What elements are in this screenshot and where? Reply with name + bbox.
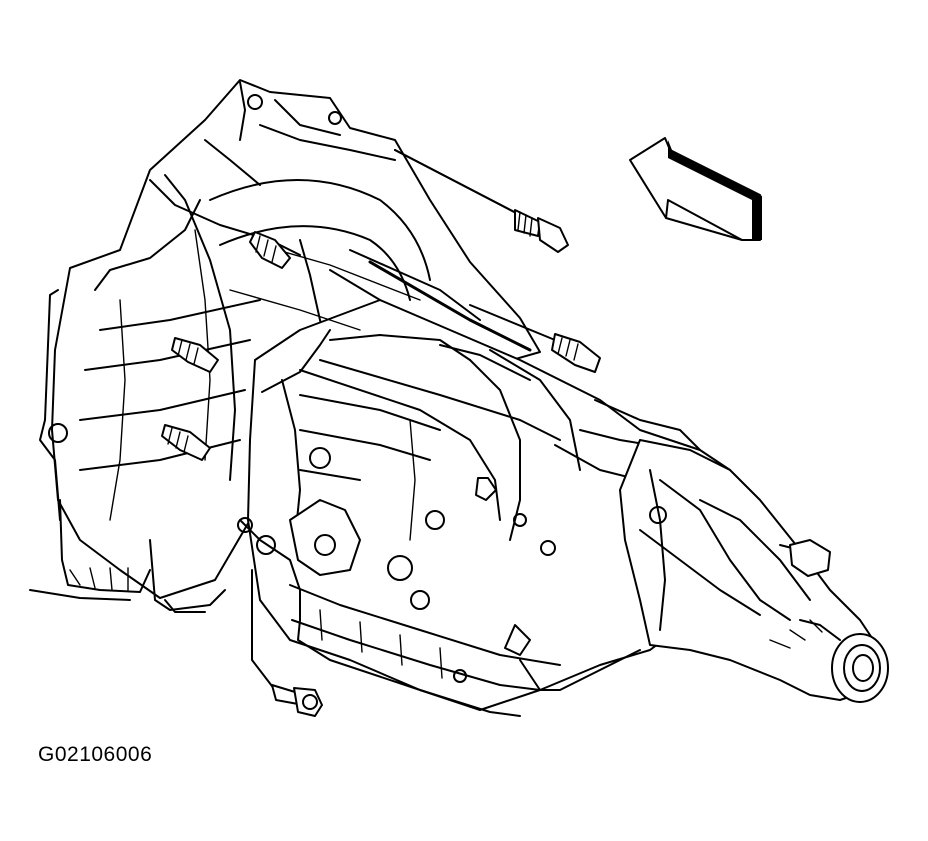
bolt-bell-lower (161, 424, 211, 461)
direction-arrow-icon (629, 137, 762, 241)
bolt-bottom (251, 569, 323, 717)
bolt-right (469, 304, 601, 373)
figure-id-label: G02106006 (38, 743, 153, 766)
bolt-bell-middle (171, 337, 219, 373)
bolt-bell-upper (249, 231, 291, 269)
converter-base (29, 499, 226, 613)
extension-housing (513, 439, 889, 703)
oil-pan (237, 499, 641, 717)
bolt-top (394, 149, 569, 253)
